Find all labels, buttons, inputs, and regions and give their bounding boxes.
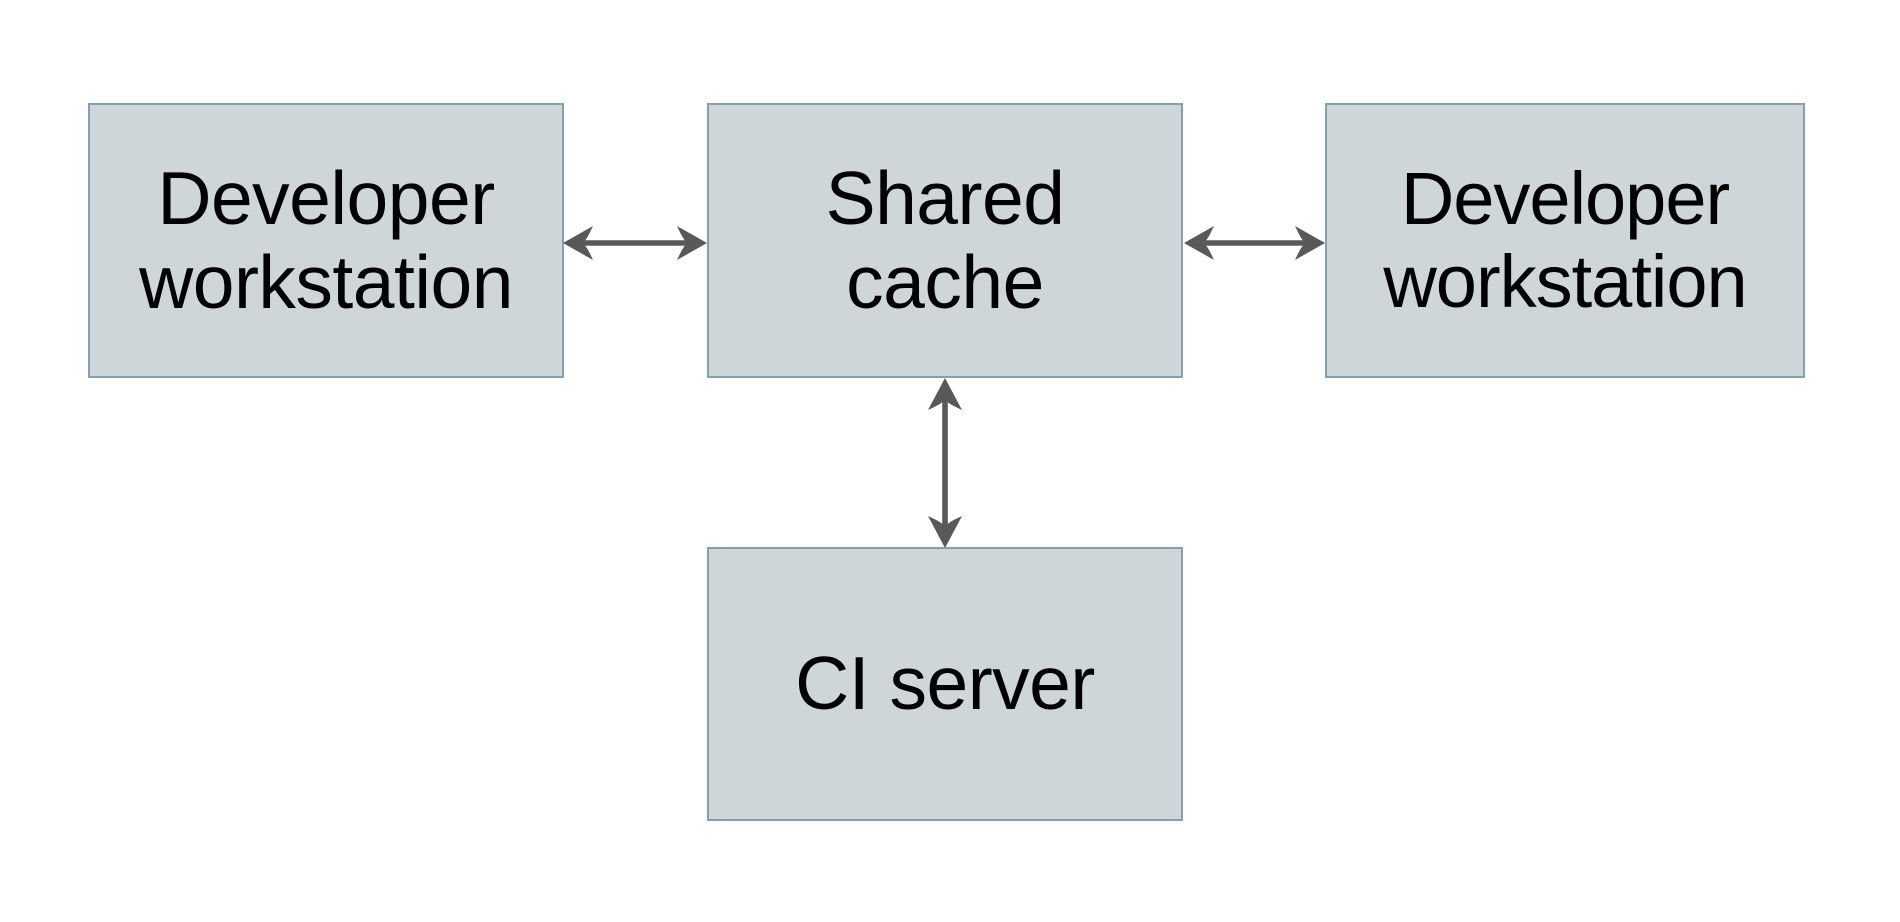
node-label: CI server xyxy=(795,641,1095,726)
node-developer-workstation-left[interactable]: Developer workstation xyxy=(88,103,564,378)
double-headed-arrow-icon xyxy=(1184,226,1325,260)
edge-shared-cache-to-developer-right[interactable] xyxy=(1181,213,1328,273)
node-label: Shared cache xyxy=(825,156,1065,324)
node-label: Developer workstation xyxy=(139,156,513,324)
edge-developer-left-to-shared-cache[interactable] xyxy=(560,213,710,273)
node-label: Developer workstation xyxy=(1383,157,1747,323)
double-headed-arrow-icon xyxy=(563,226,707,260)
node-developer-workstation-right[interactable]: Developer workstation xyxy=(1325,103,1805,378)
node-shared-cache[interactable]: Shared cache xyxy=(707,103,1183,378)
node-ci-server[interactable]: CI server xyxy=(707,547,1183,821)
edge-shared-cache-to-ci-server[interactable] xyxy=(915,375,975,551)
double-headed-arrow-icon xyxy=(928,378,962,548)
